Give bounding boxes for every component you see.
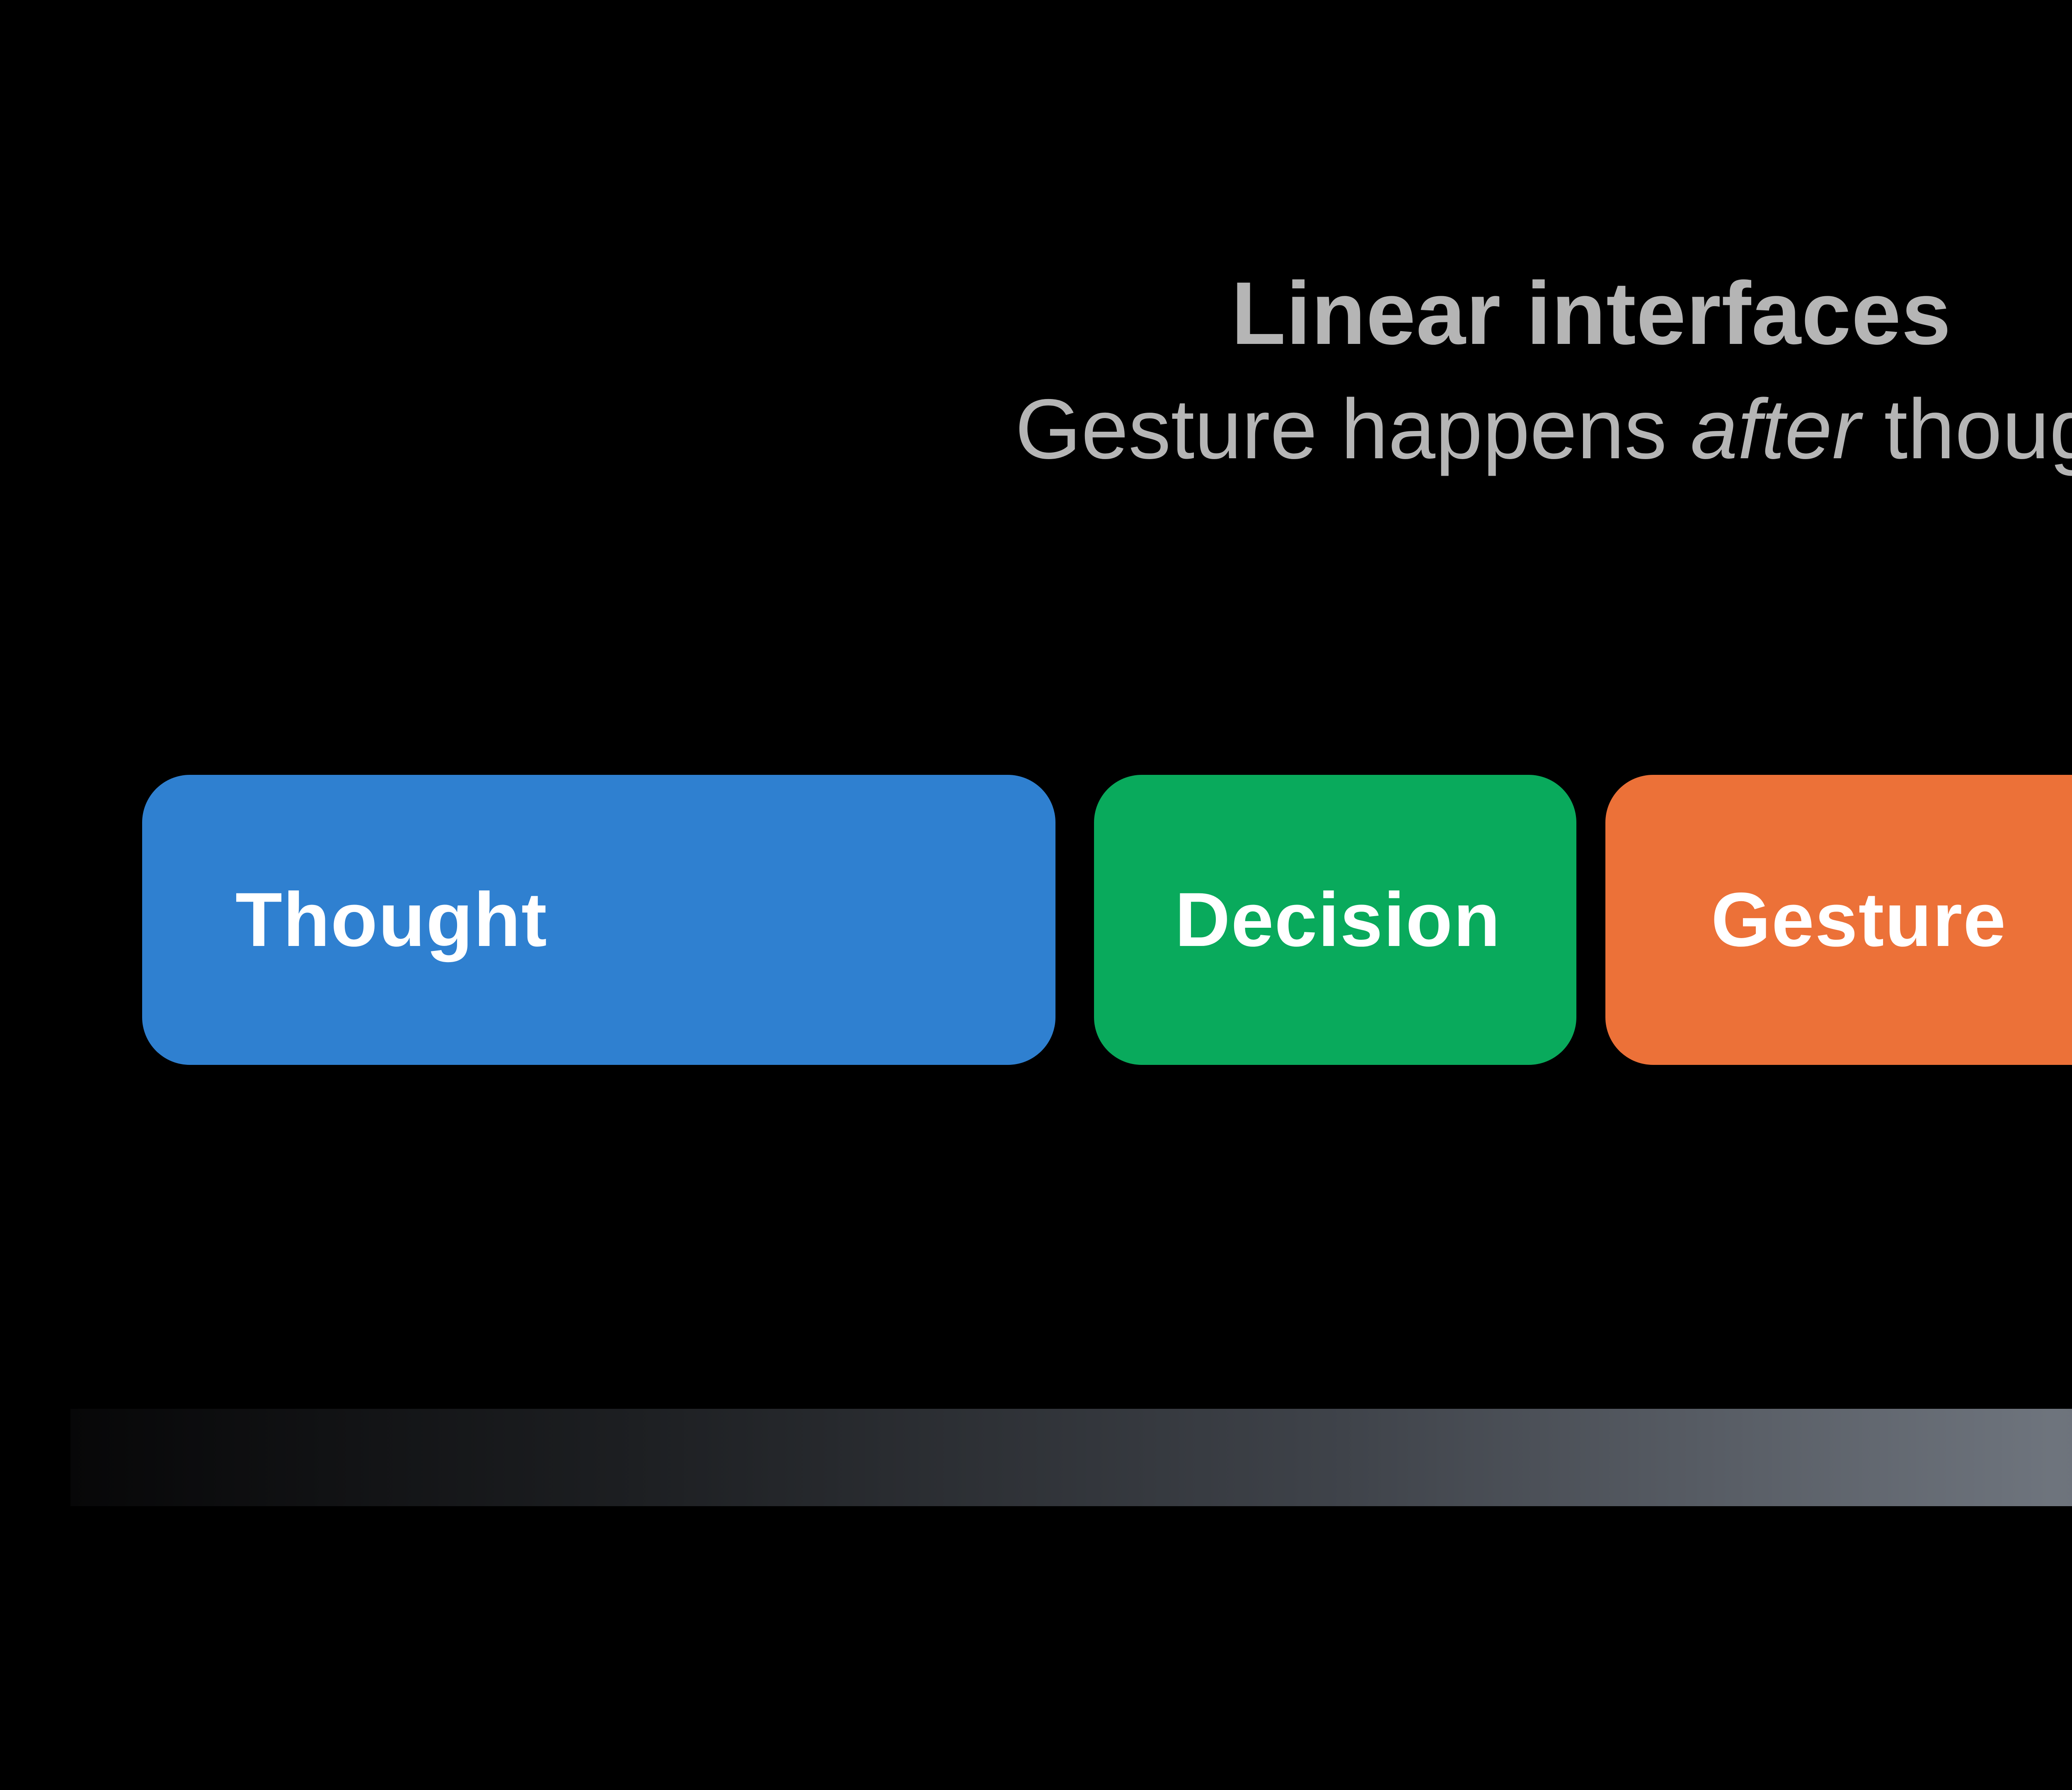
stage-label-thought: Thought [235,877,548,963]
subtitle-emphasis: after [1690,382,1861,477]
stage-label-decision: Decision [1175,877,1501,963]
stage-label-gesture: Gesture [1711,877,2007,963]
subtitle-prefix: Gesture happens [1015,382,1691,477]
stage-box-gesture: Gesture [1605,775,2072,1065]
stage-box-thought: Thought [142,775,1055,1065]
stage-box-decision: Decision [1094,775,1576,1065]
timeline-arrow-right-icon [70,1409,2072,1506]
slide-subtitle: Gesture happens after thought [0,380,2072,478]
slide-title: Linear interfaces [1231,263,1951,363]
arrow-shaft [70,1409,2072,1506]
subtitle-suffix: thought [1884,382,2072,477]
